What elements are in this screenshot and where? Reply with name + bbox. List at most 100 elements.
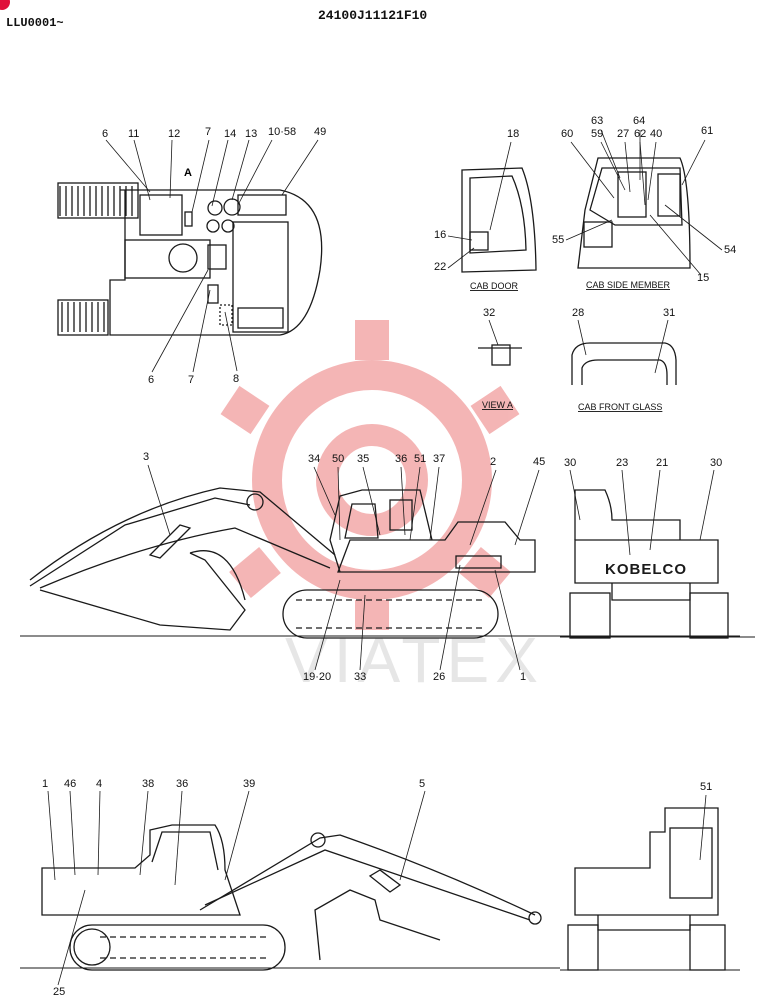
view-a [478, 344, 522, 366]
leader-side-left-10 [314, 579, 341, 671]
leader-cab-side-8 [681, 139, 706, 186]
callout-top-7: 10·58 [268, 126, 296, 138]
callout-cab-side-2: 64 [633, 115, 645, 127]
leader-side-right-1 [47, 790, 56, 881]
callout-side-left-4: 35 [357, 453, 369, 465]
callout-cab-side-9: 55 [552, 234, 564, 246]
leader-top-11 [224, 311, 238, 372]
callout-front-1: 51 [700, 781, 712, 793]
callout-top-5: 14 [224, 128, 236, 140]
leader-side-right-5 [174, 790, 183, 886]
callout-cab-door-1: 18 [507, 128, 519, 140]
callout-cab-side-1: 63 [591, 115, 603, 127]
view-labels: CAB DOOR CAB SIDE MEMBER VIEW A CAB FRON… [470, 280, 671, 412]
callout-cab-side-11: 15 [697, 272, 709, 284]
callout-side-right-3: 4 [96, 778, 102, 790]
leader-side-left-9 [514, 469, 540, 546]
leader-front-glass-2 [654, 319, 669, 374]
callout-side-right-4: 38 [142, 778, 154, 790]
leader-top-5 [211, 139, 229, 207]
callout-side-left-6: 51 [414, 453, 426, 465]
callout-cab-door-3: 22 [434, 261, 446, 273]
leader-rear-1 [569, 469, 581, 521]
callout-top-11: 8 [233, 373, 239, 385]
kobelco-decal: KOBELCO [605, 561, 687, 578]
callout-side-left-1: 3 [143, 451, 149, 463]
watermark-gear [220, 320, 520, 630]
leader-side-right-3 [97, 790, 101, 876]
leader-top-6 [231, 139, 250, 201]
leader-side-left-2 [313, 466, 336, 516]
callout-cab-side-5: 27 [617, 128, 629, 140]
callout-side-left-3: 50 [332, 453, 344, 465]
callout-side-left-8: 2 [490, 456, 496, 468]
leader-side-left-3 [337, 466, 341, 541]
callout-top-3: 12 [168, 128, 180, 140]
leader-side-left-11 [359, 594, 366, 671]
leader-cab-side-6 [639, 141, 646, 206]
leader-top-1 [105, 139, 151, 193]
leader-front-1 [699, 794, 707, 861]
leader-side-right-6 [224, 790, 250, 881]
callout-side-right-7: 5 [419, 778, 425, 790]
cab-door-view [461, 167, 537, 273]
callout-rear-2: 23 [616, 457, 628, 469]
callout-side-left-9: 45 [533, 456, 545, 468]
leader-front-glass-1 [577, 319, 587, 356]
callout-side-left-7: 37 [433, 453, 445, 465]
callout-top-1: 6 [102, 128, 108, 140]
leader-side-right-2 [69, 790, 76, 876]
cab-front-glass-view [571, 342, 677, 385]
label-cab-door: CAB DOOR [470, 281, 519, 291]
callout-top-9: 6 [148, 374, 154, 386]
leader-rear-4 [699, 469, 715, 541]
leader-cab-side-5 [624, 141, 631, 193]
cab-side-view [577, 157, 691, 269]
callout-top-8: 49 [314, 126, 326, 138]
leader-top-10 [192, 289, 211, 373]
corner-mark [0, 0, 10, 10]
leader-cab-side-7 [647, 141, 657, 201]
callout-cab-door-2: 16 [434, 229, 446, 241]
callout-rear-4: 30 [710, 457, 722, 469]
drawing-number: 24100J11121F10 [318, 8, 428, 23]
leader-side-left-12 [439, 564, 461, 671]
leader-side-left-5 [400, 466, 406, 536]
callout-top-4: 7 [205, 126, 211, 138]
leader-lines [47, 129, 723, 986]
leader-side-left-6 [409, 466, 421, 541]
label-view-a: VIEW A [482, 400, 513, 410]
callout-cab-side-4: 59 [591, 128, 603, 140]
callout-cab-side-10: 54 [724, 244, 736, 256]
leader-cab-side-10 [664, 204, 723, 251]
callout-cab-side-8: 61 [701, 125, 713, 137]
leader-cab-door-2 [447, 235, 473, 241]
leader-side-right-8 [57, 889, 86, 986]
leader-top-3 [169, 139, 173, 199]
callout-side-left-11: 33 [354, 671, 366, 683]
callout-side-left-13: 1 [520, 671, 526, 683]
leader-side-left-7 [429, 466, 440, 541]
leader-top-2 [133, 139, 151, 201]
callout-top-10: 7 [188, 374, 194, 386]
leader-side-left-8 [469, 469, 497, 546]
callout-cab-side-7: 40 [650, 128, 662, 140]
leader-rear-2 [621, 469, 631, 556]
leader-side-left-1 [147, 464, 171, 536]
callout-side-right-6: 39 [243, 778, 255, 790]
leader-top-4 [191, 139, 210, 213]
serial-number: LLU0001~ [6, 16, 64, 30]
callout-side-left-5: 36 [395, 453, 407, 465]
leader-view-a-1 [488, 319, 499, 346]
callout-side-right-5: 36 [176, 778, 188, 790]
leader-cab-door-3 [447, 247, 475, 269]
leader-cab-door-1 [489, 141, 512, 231]
leader-cab-side-3 [570, 141, 615, 199]
leader-cab-side-11 [649, 214, 702, 276]
callout-front-glass-1: 28 [572, 307, 584, 319]
callout-side-left-2: 34 [308, 453, 320, 465]
callout-side-right-8: 25 [53, 986, 65, 998]
callout-top-2: 11 [128, 128, 139, 140]
callout-side-left-10: 19·20 [303, 671, 331, 683]
